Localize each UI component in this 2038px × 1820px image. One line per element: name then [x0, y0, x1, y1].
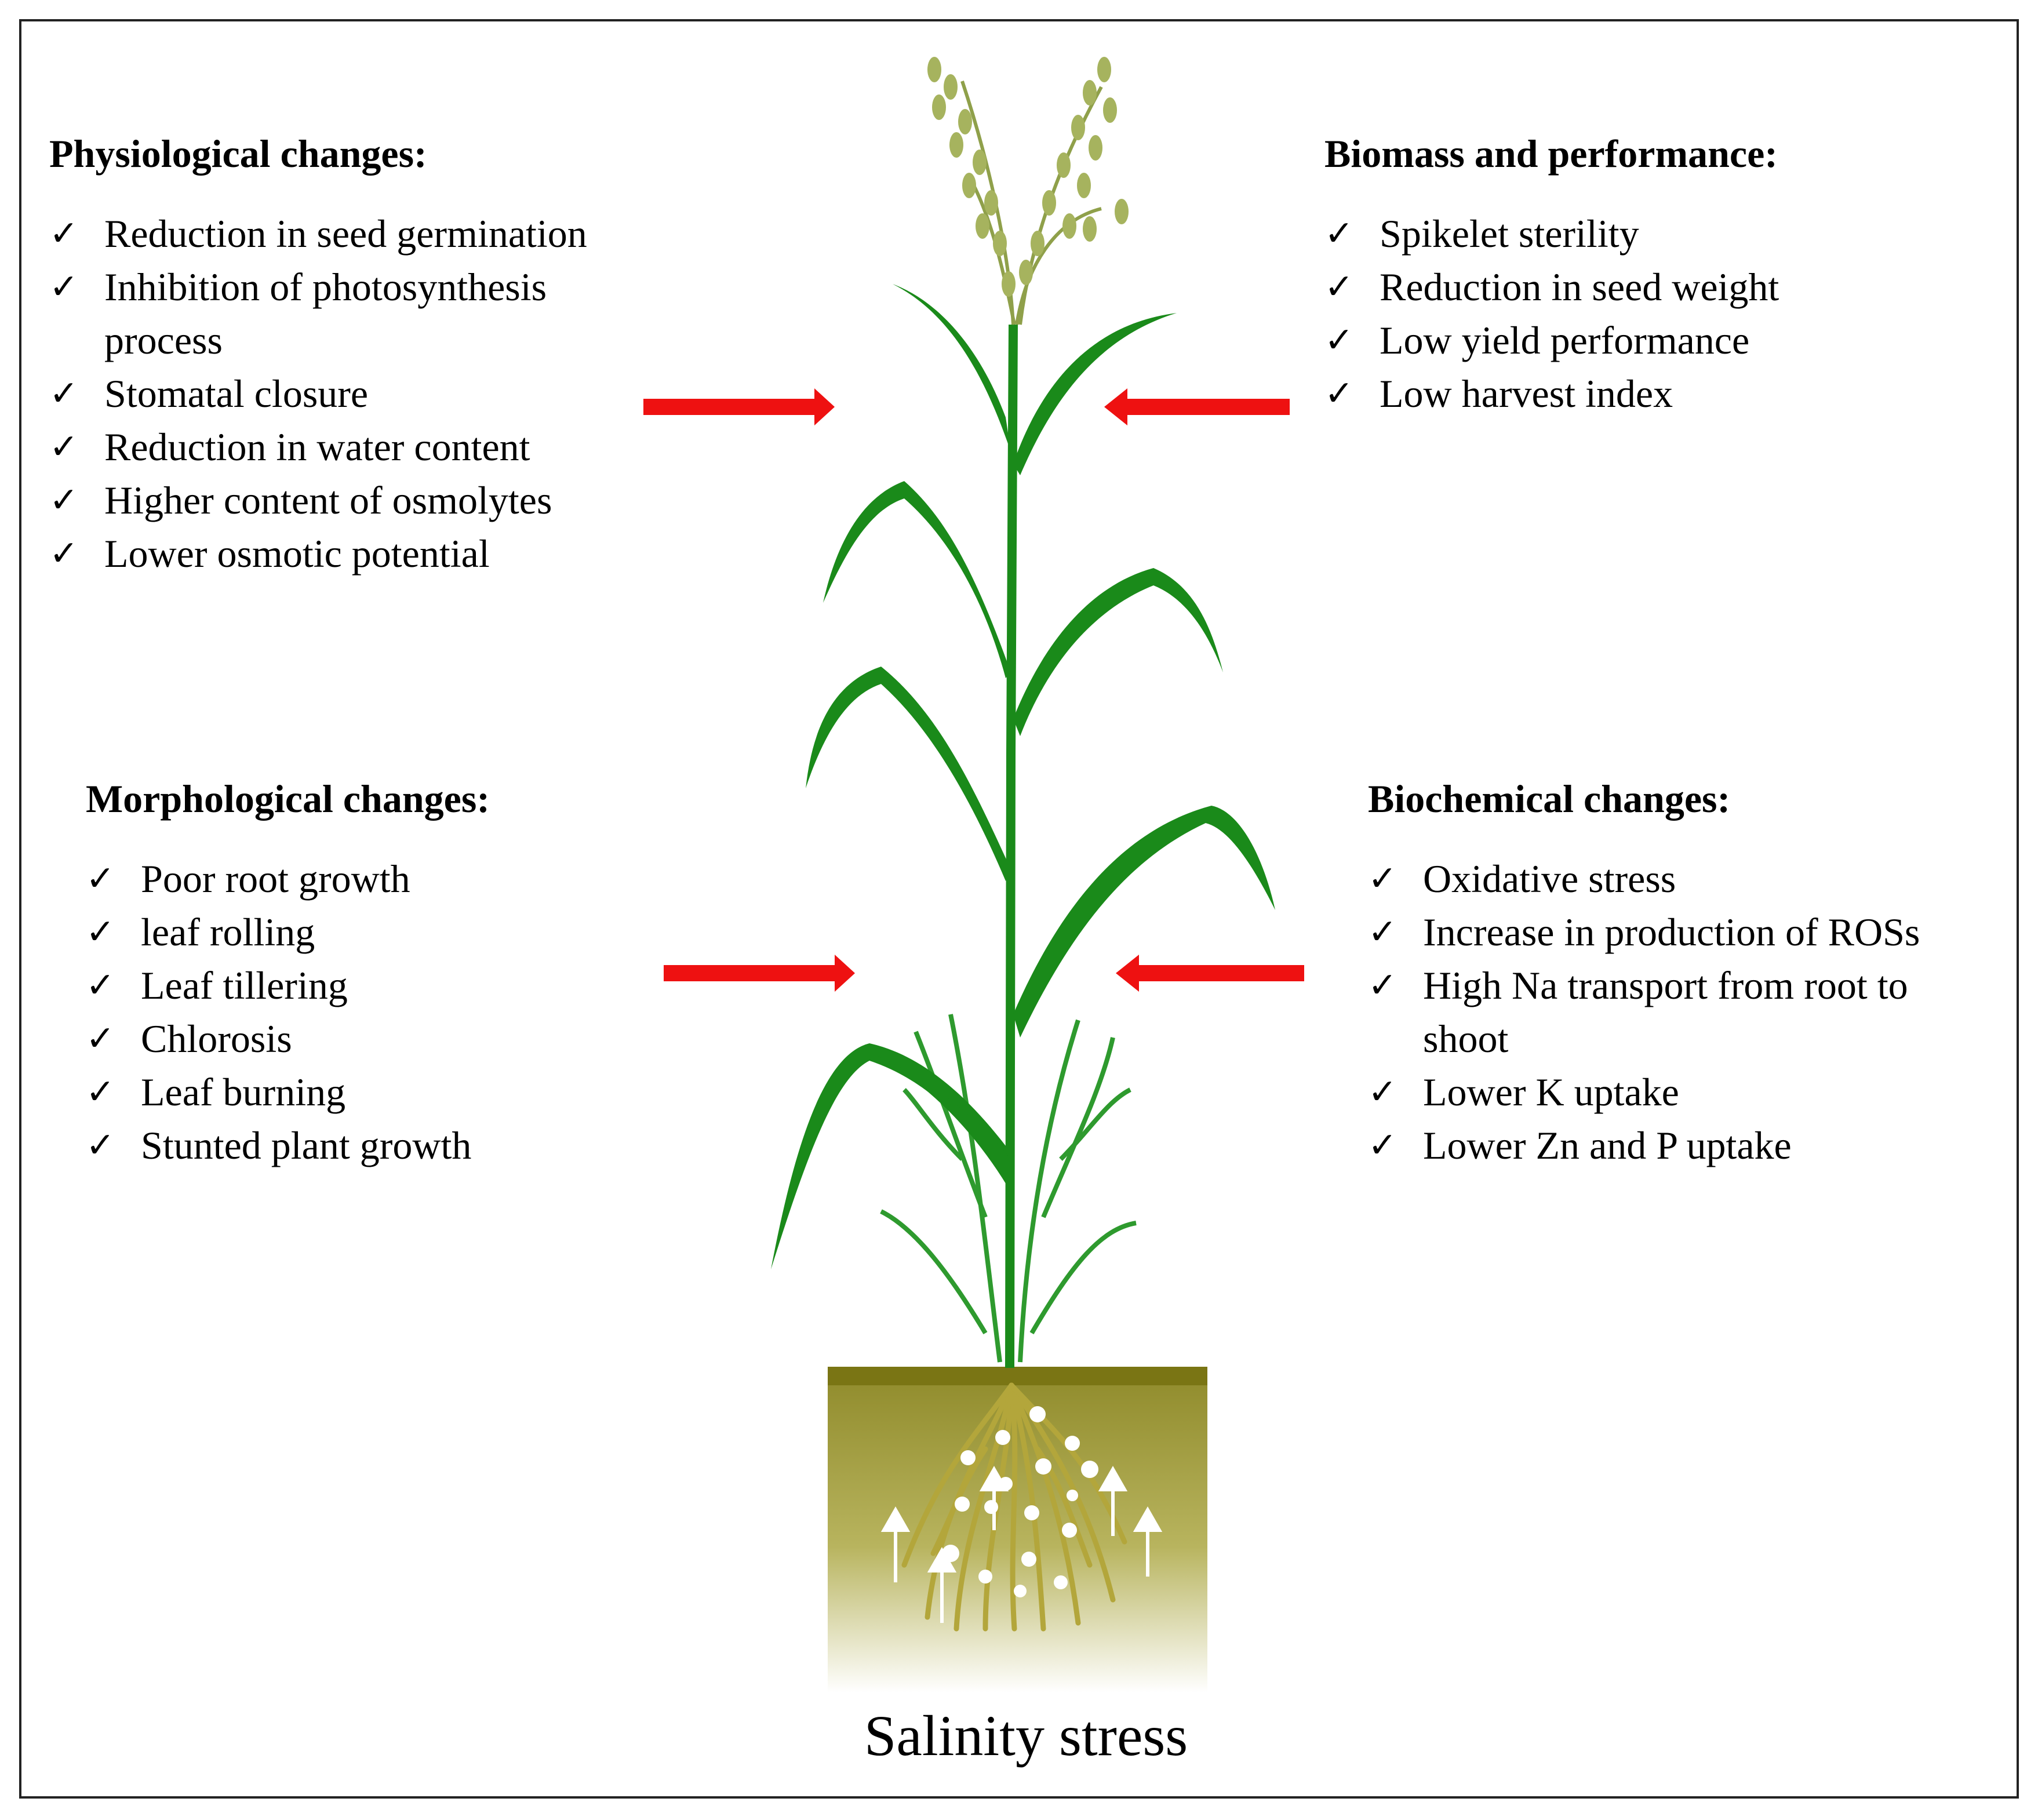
- panel-title: Morphological changes:: [86, 777, 490, 821]
- list-item: ✓Higher content of osmolytes: [49, 474, 664, 527]
- check-icon: ✓: [1368, 912, 1398, 952]
- arrow-morphological: [664, 955, 855, 992]
- check-icon: ✓: [1324, 267, 1354, 307]
- list-item: ✓Lower K uptake: [1368, 1065, 1994, 1119]
- list-item: ✓Oxidative stress: [1368, 852, 1994, 905]
- list-item: ✓High Na transport from root to shoot: [1368, 959, 1979, 1065]
- item-list: ✓Reduction in seed germination ✓Inhibiti…: [49, 207, 664, 580]
- check-icon: ✓: [49, 480, 79, 520]
- check-icon: ✓: [86, 858, 115, 899]
- check-icon: ✓: [1368, 1125, 1398, 1166]
- list-item: ✓Reduction in water content: [49, 420, 664, 474]
- list-item: ✓Reduction in seed germination: [49, 207, 664, 260]
- check-icon: ✓: [1324, 320, 1354, 361]
- panel-title: Physiological changes:: [49, 132, 427, 176]
- check-icon: ✓: [49, 533, 79, 574]
- check-icon: ✓: [1324, 213, 1354, 254]
- check-icon: ✓: [86, 965, 115, 1006]
- uptake-arrows: [880, 1465, 1163, 1623]
- check-icon: ✓: [1368, 965, 1398, 1006]
- panel-morphological: Morphological changes: ✓Poor root growth…: [86, 776, 665, 1172]
- list-item: ✓Stunted plant growth: [86, 1119, 665, 1172]
- arrow-physiological: [643, 388, 835, 425]
- panel-title: Biochemical changes:: [1368, 777, 1731, 821]
- tillers: [880, 1014, 1137, 1363]
- arrow-biochemical: [1116, 955, 1304, 992]
- panel-physiological: Physiological changes: ✓Reduction in see…: [49, 130, 664, 580]
- list-item: ✓Inhibition of photosynthesis process: [49, 260, 661, 367]
- list-item: ✓Low yield performance: [1324, 314, 1991, 367]
- item-list: ✓Spikelet sterility ✓Reduction in seed w…: [1324, 207, 1991, 420]
- list-item: ✓Leaf burning: [86, 1065, 665, 1119]
- check-icon: ✓: [1368, 1072, 1398, 1112]
- check-icon: ✓: [86, 1018, 115, 1059]
- check-icon: ✓: [49, 373, 79, 414]
- item-list: ✓Oxidative stress ✓Increase in productio…: [1368, 852, 1994, 1172]
- check-icon: ✓: [86, 1072, 115, 1112]
- list-item: ✓Lower osmotic potential: [49, 527, 664, 580]
- list-item: ✓Leaf tillering: [86, 959, 665, 1012]
- list-item: ✓Chlorosis: [86, 1012, 665, 1065]
- item-list: ✓Poor root growth ✓leaf rolling ✓Leaf ti…: [86, 852, 665, 1172]
- list-item: ✓Reduction in seed weight: [1324, 260, 1991, 314]
- list-item: ✓Stomatal closure: [49, 367, 664, 420]
- panel-title: Biomass and performance:: [1324, 132, 1778, 176]
- grains: [927, 57, 1129, 297]
- leaves: [771, 284, 1275, 1269]
- list-item: ✓Low harvest index: [1324, 367, 1991, 420]
- check-icon: ✓: [1368, 858, 1398, 899]
- check-icon: ✓: [49, 267, 79, 307]
- main-stem: [1005, 324, 1018, 1368]
- check-icon: ✓: [1324, 373, 1354, 414]
- check-icon: ✓: [86, 1125, 115, 1166]
- arrow-biomass: [1104, 388, 1290, 425]
- panel-biomass: Biomass and performance: ✓Spikelet steri…: [1324, 130, 1991, 420]
- list-item: ✓Poor root growth: [86, 852, 665, 905]
- list-item: ✓leaf rolling: [86, 905, 665, 959]
- check-icon: ✓: [49, 427, 79, 467]
- panel-biochemical: Biochemical changes: ✓Oxidative stress ✓…: [1368, 776, 1994, 1172]
- list-item: ✓Lower Zn and P uptake: [1368, 1119, 1994, 1172]
- check-icon: ✓: [49, 213, 79, 254]
- figure-caption: Salinity stress: [864, 1703, 1188, 1768]
- check-icon: ✓: [86, 912, 115, 952]
- list-item: ✓Increase in production of ROSs: [1368, 905, 1994, 959]
- list-item: ✓Spikelet sterility: [1324, 207, 1991, 260]
